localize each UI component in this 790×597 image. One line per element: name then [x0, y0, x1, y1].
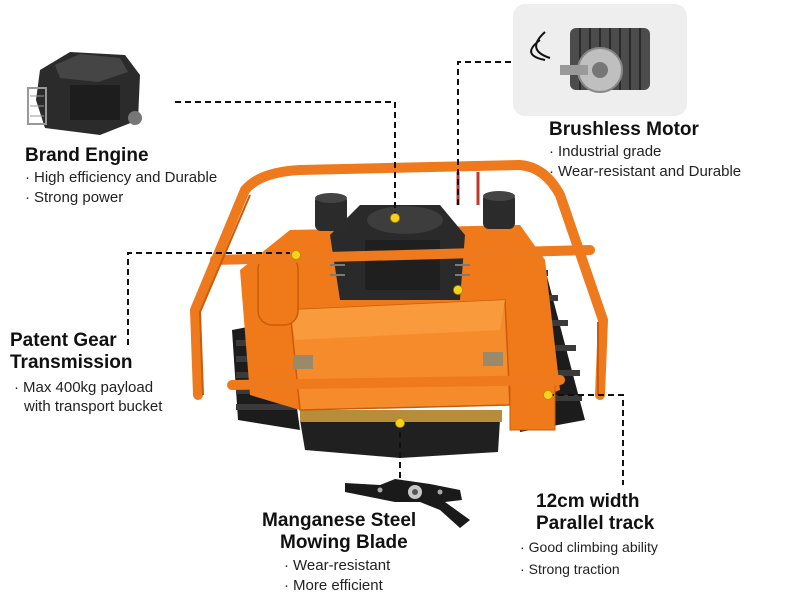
blade-callout-title-line2: Mowing Blade: [280, 532, 408, 553]
track-bullet-2: Strong traction: [520, 559, 620, 579]
track-callout-title-line2: Parallel track: [536, 513, 655, 534]
track-bullet-1: Good climbing ability: [520, 537, 658, 557]
leader-lines: [127, 61, 624, 485]
engine-callout-title: Brand Engine: [25, 145, 149, 166]
engine-thumbnail-image: [22, 40, 152, 140]
blade-bullet-2: More efficient: [284, 576, 383, 596]
motor-callout-title: Brushless Motor: [549, 119, 699, 140]
blade-callout-title-line1: Manganese Steel: [262, 510, 417, 531]
roll-cage-frame: [190, 160, 608, 400]
engine-bullet-2: Strong power: [25, 188, 123, 208]
gear-callout-title-line2: Transmission: [10, 352, 133, 373]
roll-cage-frame-shadow: [198, 194, 599, 396]
control-levers: [456, 172, 480, 205]
motor-bullet-2: Wear-resistant and Durable: [549, 162, 741, 182]
mower-deck: [300, 410, 502, 458]
blade-thumbnail-image: [345, 479, 470, 528]
blade-bullet-1: Wear-resistant: [284, 556, 390, 576]
gear-bullet-1-cont: with transport bucket: [24, 397, 162, 417]
gear-bullet-1-cont-text: with transport bucket: [24, 398, 163, 415]
motor-thumbnail-image: [513, 4, 687, 116]
motor-bullet-1: Industrial grade: [549, 142, 661, 162]
gear-callout-title-line1: Patent Gear: [10, 330, 117, 351]
engine-bullet-1: High efficiency and Durable: [25, 168, 217, 188]
gear-bullet-1: Max 400kg payload: [14, 378, 153, 398]
twin-motors: [315, 191, 515, 231]
track-callout-title-line1: 12cm width: [536, 491, 640, 512]
hotspot-dots: [291, 213, 553, 428]
